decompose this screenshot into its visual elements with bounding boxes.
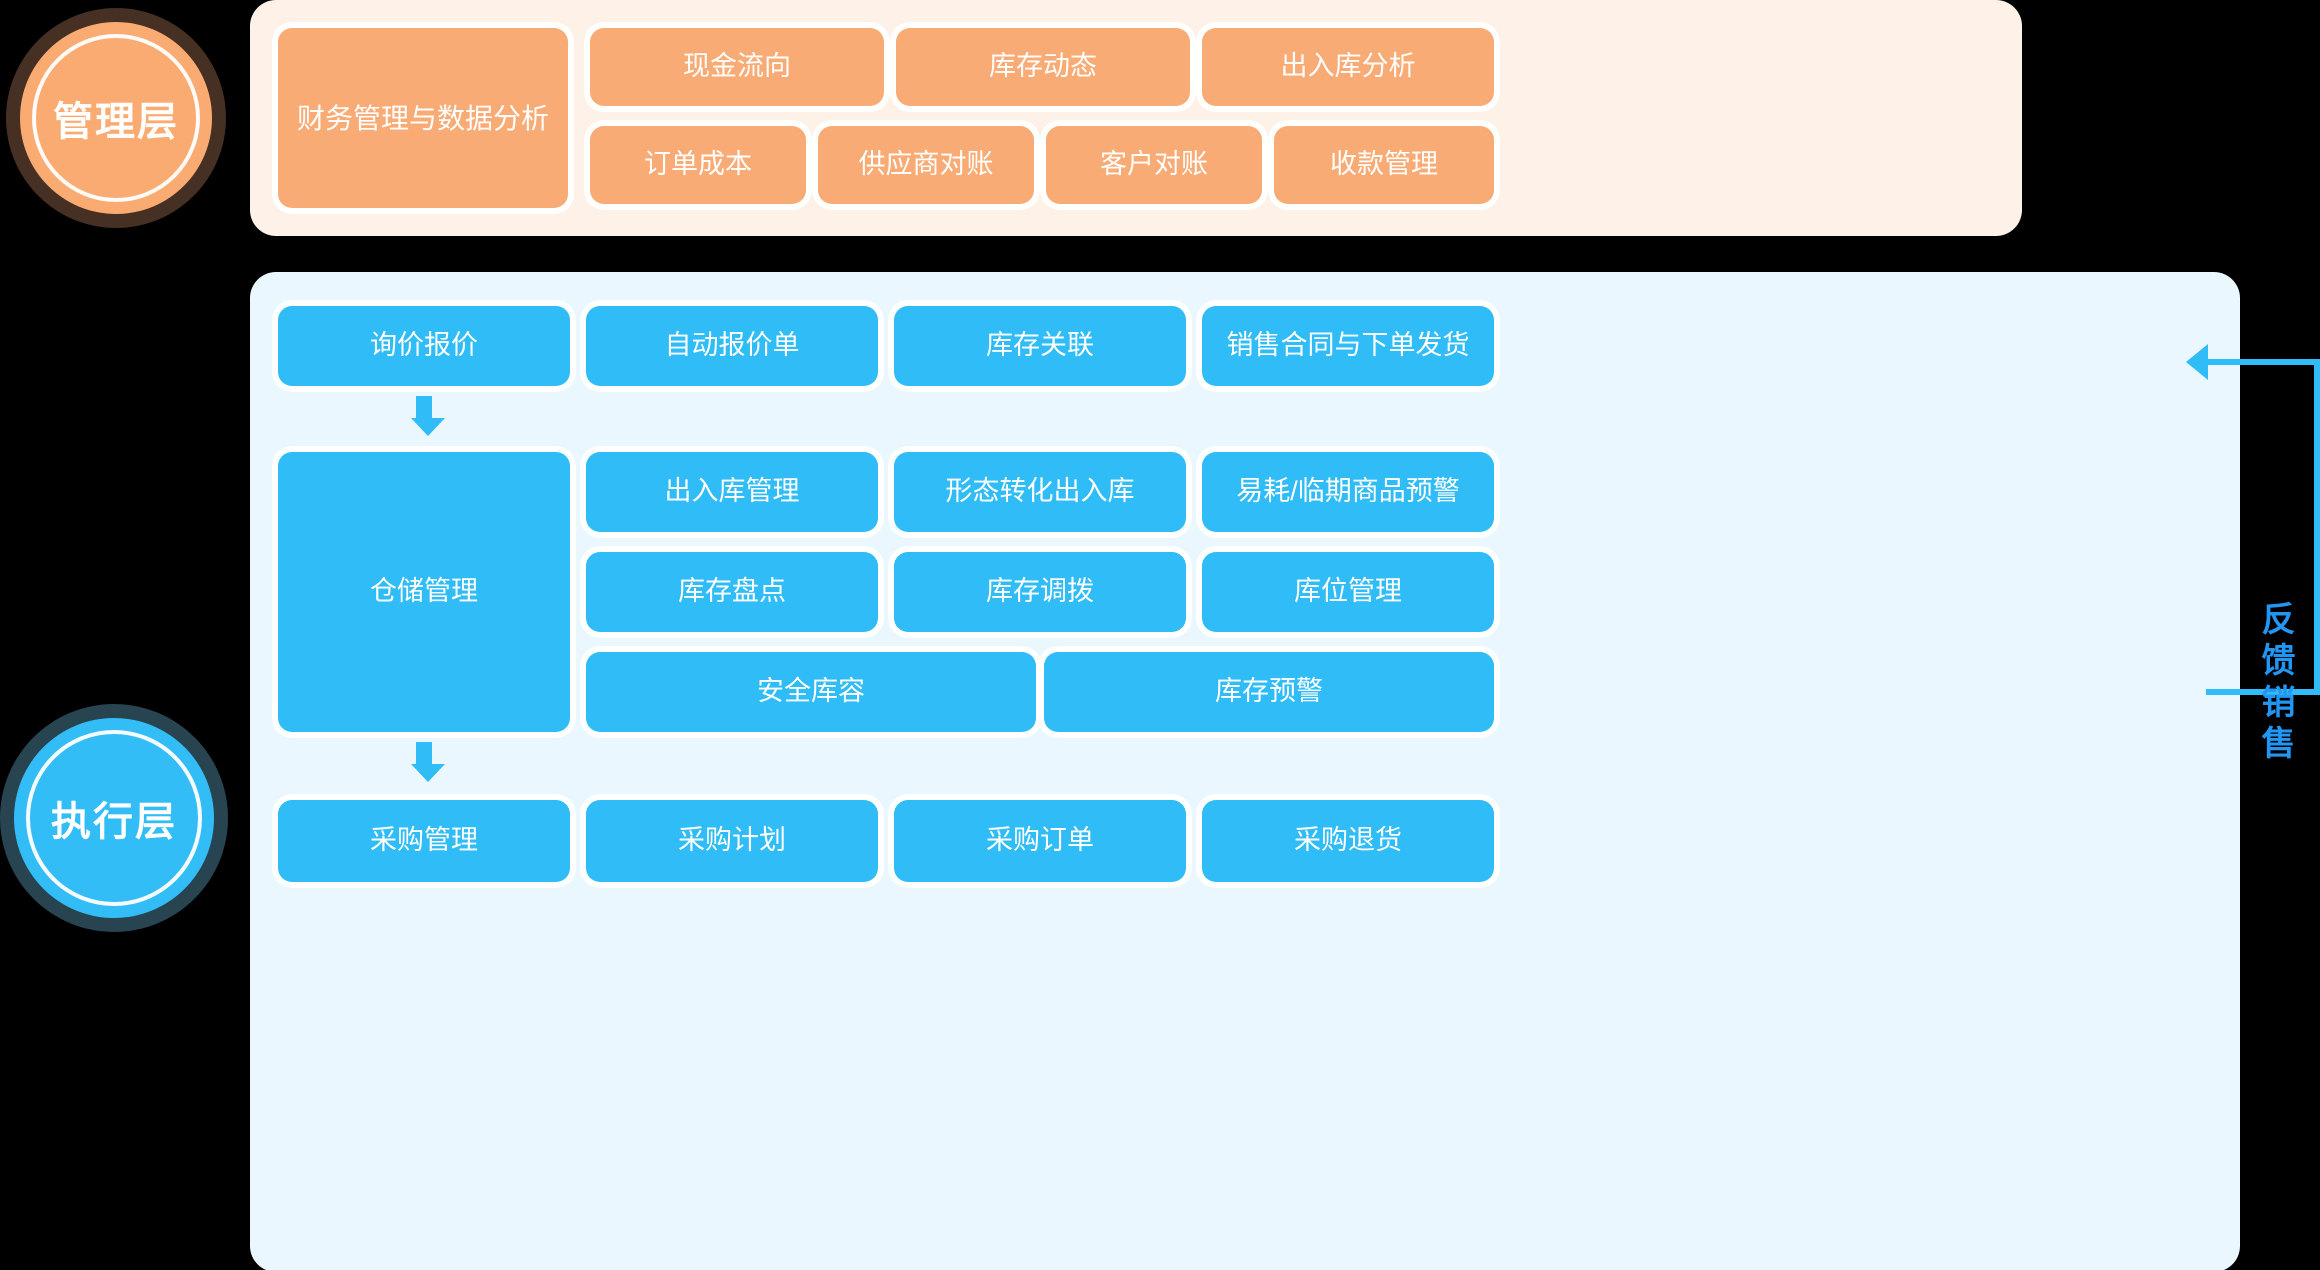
node-inventory-dynamics[interactable]: 库存动态	[896, 28, 1190, 106]
node-inquiry-quotation[interactable]: 询价报价	[278, 306, 570, 386]
node-purchase-management[interactable]: 采购管理	[278, 800, 570, 882]
node-inventory-linkage[interactable]: 库存关联	[894, 306, 1186, 386]
arrow-inquiry-to-warehouse-icon	[411, 396, 445, 436]
node-inbound-outbound-management[interactable]: 出入库管理	[586, 452, 878, 532]
management-layer-panel: 财务管理与数据分析 现金流向 库存动态 出入库分析 订单成本 供应商对账 客户对…	[250, 0, 2022, 236]
execution-layer-label: 执行层	[51, 800, 177, 844]
node-purchase-order[interactable]: 采购订单	[894, 800, 1186, 882]
node-consumable-expiry-alert[interactable]: 易耗/临期商品预警	[1202, 452, 1494, 532]
management-layer-label: 管理层	[53, 100, 179, 144]
feedback-line-top	[2206, 359, 2320, 365]
node-inventory-count[interactable]: 库存盘点	[586, 552, 878, 632]
execution-layer-badge: 执行层	[14, 718, 214, 918]
node-inventory-alert[interactable]: 库存预警	[1044, 652, 1494, 732]
node-customer-reconciliation[interactable]: 客户对账	[1046, 126, 1262, 204]
arrow-head	[411, 764, 445, 782]
node-cash-flow[interactable]: 现金流向	[590, 28, 884, 106]
feedback-line-right	[2314, 359, 2320, 695]
node-inventory-transfer[interactable]: 库存调拨	[894, 552, 1186, 632]
feedback-label: 反馈销售	[2261, 601, 2297, 764]
node-purchase-return[interactable]: 采购退货	[1202, 800, 1494, 882]
execution-layer-panel: 询价报价 自动报价单 库存关联 销售合同与下单发货 仓储管理 出入库管理 形态转…	[250, 272, 2240, 1270]
node-location-management[interactable]: 库位管理	[1202, 552, 1494, 632]
feedback-connector	[2040, 330, 2320, 730]
node-payment-collection[interactable]: 收款管理	[1274, 126, 1494, 204]
node-auto-quotation-sheet[interactable]: 自动报价单	[586, 306, 878, 386]
node-supplier-reconciliation[interactable]: 供应商对账	[818, 126, 1034, 204]
node-safe-capacity[interactable]: 安全库容	[586, 652, 1036, 732]
feedback-line-bottom	[2206, 689, 2320, 695]
node-order-cost[interactable]: 订单成本	[590, 126, 806, 204]
arrow-head	[411, 418, 445, 436]
feedback-arrow-left-icon	[2186, 344, 2208, 380]
node-form-conversion-inout[interactable]: 形态转化出入库	[894, 452, 1186, 532]
node-inbound-outbound-analysis[interactable]: 出入库分析	[1202, 28, 1494, 106]
node-sales-contract-and-shipping[interactable]: 销售合同与下单发货	[1202, 306, 1494, 386]
arrow-stem	[416, 396, 432, 418]
management-layer-badge: 管理层	[20, 22, 212, 214]
arrow-stem	[416, 742, 432, 764]
node-purchase-plan[interactable]: 采购计划	[586, 800, 878, 882]
node-warehouse-management[interactable]: 仓储管理	[278, 452, 570, 732]
arrow-warehouse-to-purchase-icon	[411, 742, 445, 782]
node-financial-management[interactable]: 财务管理与数据分析	[278, 28, 568, 208]
